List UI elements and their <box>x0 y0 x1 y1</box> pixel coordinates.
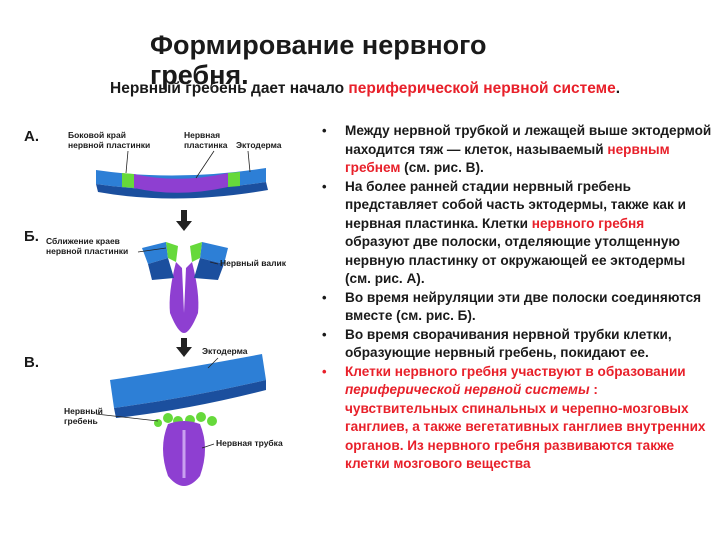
bullet-text: Во время нейруляции эти две полоски соед… <box>345 289 702 324</box>
bullet-text: Клетки нервного гребня участвуют в образ… <box>345 363 686 379</box>
bullet-dot: • <box>322 289 327 305</box>
stage-b-fold <box>142 242 228 333</box>
subtitle-text: Нервный гребень дает начало <box>110 80 349 97</box>
bullet-dot: • <box>322 326 327 342</box>
bullet-text: Во время сворачивания нервной трубки кле… <box>345 326 672 361</box>
bullet-highlight: нервного гребня <box>531 215 645 231</box>
bullet-text: образуют две полоски, отделяющие утолщен… <box>345 234 686 286</box>
bullet-highlight: нервным гребнем <box>345 141 670 176</box>
stage-a-plate <box>96 168 268 199</box>
subtitle-end: . <box>615 80 621 97</box>
label-edges-merge: Сближение краев нервной пластинки <box>46 236 129 256</box>
label-neural-plate: Нервная пластинка <box>184 130 228 150</box>
label-stage-a: А. <box>24 128 39 145</box>
bullet-item: • Между нервной трубкой и лежащей выше эк… <box>320 122 712 178</box>
label-neural-fold: Нервный валик <box>220 258 286 268</box>
bullet-item: • Клетки нервного гребня участвуют в обра… <box>320 363 712 474</box>
arrow-a-b <box>176 210 192 231</box>
label-stage-v: В. <box>24 354 39 371</box>
subtitle-highlight: периферической нервной системе <box>348 80 616 97</box>
subtitle: Нервный гребень дает начало периферическ… <box>110 78 650 99</box>
bullet-item: • Во время нейруляции эти две полоски сое… <box>320 289 712 326</box>
bullet-text: Между нервной трубкой и лежащей выше экт… <box>345 123 712 157</box>
bullet-item: • На более ранней стадии нервный гребень … <box>320 178 712 289</box>
leader-lines <box>95 150 251 449</box>
page-title: Формирование нервного гребня. <box>150 30 487 90</box>
label-ectoderm-a: Эктодерма <box>236 140 282 150</box>
neural-crest-figure: А. Б. В. Боковой край нервной пластинки … <box>18 118 318 538</box>
label-neural-crest: Нервный гребень <box>64 406 103 426</box>
bullet-text: (см. рис. В). <box>400 160 484 175</box>
bullet-text: На более ранней стадии нервный гребень п… <box>345 178 686 231</box>
bullet-dot: • <box>322 178 327 194</box>
bullet-dot: • <box>322 363 327 379</box>
bullet-list: • Между нервной трубкой и лежащей выше эк… <box>320 122 712 474</box>
label-stage-b: Б. <box>24 228 39 245</box>
label-side-edge: Боковой край нервной пластинки <box>68 130 151 150</box>
bullet-dot: • <box>322 123 327 138</box>
stage-v-tube <box>110 354 266 486</box>
bullet-italic: периферической нервной системы <box>345 382 590 397</box>
bullet-item: • Во время сворачивания нервной трубки кл… <box>320 326 712 363</box>
label-ectoderm-v: Эктодерма <box>202 346 248 356</box>
figure-drawing <box>95 150 268 486</box>
label-neural-tube: Нервная трубка <box>216 438 283 448</box>
arrow-b-v <box>176 338 192 357</box>
bullet-text: : чувствительных спинальных и черепно-мо… <box>345 382 706 471</box>
